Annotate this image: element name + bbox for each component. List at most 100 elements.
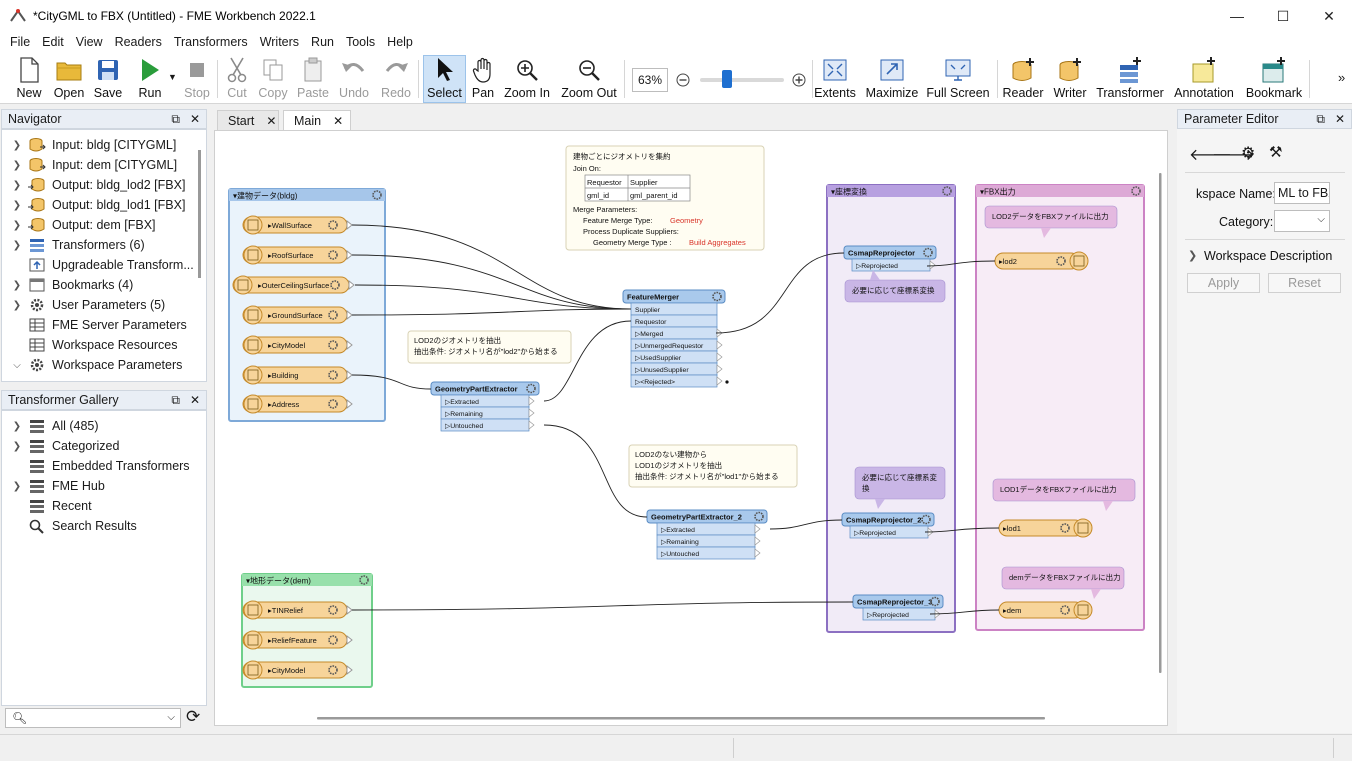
- zoom-level-field[interactable]: 63%: [632, 68, 668, 92]
- tree-item[interactable]: ❯Input: bldg [CITYGML]: [2, 135, 176, 155]
- menu-file[interactable]: File: [10, 35, 31, 49]
- chevron-right-icon[interactable]: ❯: [12, 299, 22, 311]
- redo-button[interactable]: Redo: [380, 56, 412, 102]
- connection-line[interactable]: [351, 601, 854, 611]
- tree-item[interactable]: Workspace Resources: [2, 335, 178, 355]
- zoom-slider-track[interactable]: [700, 78, 784, 82]
- connection-line[interactable]: [351, 308, 632, 316]
- back-arrow-icon[interactable]: 🡐: [1189, 147, 1232, 164]
- feature-type-gear-icon[interactable]: [330, 280, 340, 290]
- connection-line[interactable]: [769, 519, 843, 530]
- connection-line[interactable]: [351, 224, 632, 310]
- float-panel-icon[interactable]: ⧉: [1316, 112, 1325, 126]
- output-port[interactable]: [346, 398, 353, 410]
- run-dropdown-arrow-icon[interactable]: ▼: [168, 72, 177, 82]
- forward-arrow-icon[interactable]: 🡒: [1212, 147, 1255, 164]
- add-transformer-button[interactable]: Transformer: [1096, 56, 1164, 102]
- bookmark-fbx[interactable]: [975, 184, 1145, 631]
- close-panel-icon[interactable]: ✕: [189, 112, 200, 126]
- output-port[interactable]: [346, 664, 353, 676]
- feature-type-gear-icon[interactable]: [328, 665, 338, 675]
- bookmark-gear-icon[interactable]: [359, 575, 369, 585]
- menu-help[interactable]: Help: [387, 35, 413, 49]
- canvas-vertical-scrollbar[interactable]: [1159, 173, 1162, 673]
- open-button[interactable]: Open: [52, 56, 86, 102]
- chevron-down-icon[interactable]: ⌵: [13, 359, 21, 371]
- output-port[interactable]: [346, 369, 353, 381]
- menu-writers[interactable]: Writers: [259, 35, 300, 49]
- connection-line[interactable]: [351, 374, 432, 390]
- zoom-out-button[interactable]: Zoom Out: [561, 56, 617, 102]
- chevron-right-icon[interactable]: ❯: [12, 239, 22, 251]
- chevron-right-icon[interactable]: ❯: [12, 279, 22, 291]
- tree-item[interactable]: ❯Transformers (6): [2, 235, 145, 255]
- settings-gear-icon[interactable]: ⚙: [1241, 145, 1256, 162]
- tree-item[interactable]: ❯Input: dem [CITYGML]: [2, 155, 177, 175]
- navigator-scrollbar[interactable]: [198, 150, 201, 278]
- toolbar-overflow-button[interactable]: »: [1338, 70, 1346, 85]
- transformer-gear-icon[interactable]: [930, 596, 940, 607]
- close-panel-icon[interactable]: ✕: [189, 393, 200, 407]
- zoom-plus-icon[interactable]: [792, 73, 806, 90]
- feature-type-gear-icon[interactable]: [328, 220, 338, 230]
- output-port[interactable]: [346, 219, 353, 231]
- connection-line[interactable]: [715, 252, 845, 334]
- feature-type-gear-icon[interactable]: [328, 605, 338, 615]
- stop-button[interactable]: Stop: [183, 56, 211, 102]
- chevron-right-icon[interactable]: ❯: [12, 179, 22, 191]
- select-button[interactable]: Select: [423, 55, 466, 103]
- note-crs2[interactable]: [854, 466, 946, 500]
- tree-item[interactable]: ❯All (485): [2, 416, 99, 436]
- writer-gear-icon[interactable]: [1060, 605, 1070, 615]
- menu-run[interactable]: Run: [311, 35, 334, 49]
- chevron-right-icon[interactable]: ❯: [1188, 250, 1198, 262]
- feature-type-gear-icon[interactable]: [328, 250, 338, 260]
- tab-start[interactable]: Start✕: [217, 110, 279, 130]
- tree-item[interactable]: FME Server Parameters: [2, 315, 187, 335]
- output-port[interactable]: [346, 634, 353, 646]
- tree-item[interactable]: ❯Bookmarks (4): [2, 275, 133, 295]
- close-tab-icon[interactable]: ✕: [333, 113, 344, 128]
- add-writer-button[interactable]: Writer: [1051, 56, 1089, 102]
- refresh-icon[interactable]: ⟳: [186, 707, 201, 726]
- workspace-canvas[interactable]: ▾建物データ(bldg)▾座標変換▾FBX出力▾地形データ(dem)▸WallS…: [214, 130, 1168, 726]
- writer-gear-icon[interactable]: [1056, 256, 1066, 266]
- zoom-minus-icon[interactable]: [676, 73, 690, 90]
- menu-readers[interactable]: Readers: [114, 35, 162, 49]
- output-port[interactable]: [346, 604, 353, 616]
- feature-type-gear-icon[interactable]: [328, 310, 338, 320]
- run-button[interactable]: Run: [136, 56, 164, 102]
- tree-item[interactable]: Upgradeable Transform...: [2, 255, 194, 275]
- tree-item[interactable]: ❯FME Hub: [2, 476, 105, 496]
- transformer-gear-icon[interactable]: [526, 383, 536, 394]
- tree-item[interactable]: Embedded Transformers: [2, 456, 190, 476]
- bookmark-tool-icon[interactable]: ⚒: [1269, 144, 1283, 161]
- connection-line[interactable]: [543, 424, 648, 518]
- transformer-gear-icon[interactable]: [712, 291, 722, 302]
- chevron-right-icon[interactable]: ❯: [12, 159, 22, 171]
- tree-item[interactable]: ❯Categorized: [2, 436, 119, 456]
- close-window-button[interactable]: ✕: [1323, 7, 1335, 24]
- connection-line[interactable]: [354, 284, 632, 310]
- bookmark-gear-icon[interactable]: [372, 190, 382, 200]
- tree-item[interactable]: ❯User Parameters (5): [2, 295, 165, 315]
- connection-line[interactable]: [351, 254, 632, 310]
- reset-button[interactable]: Reset: [1268, 273, 1341, 293]
- save-button[interactable]: Save: [93, 56, 123, 102]
- feature-type-gear-icon[interactable]: [328, 340, 338, 350]
- pan-button[interactable]: Pan: [470, 56, 496, 102]
- output-port[interactable]: [346, 309, 353, 321]
- gallery-search-input[interactable]: 🔍︎ ⌵: [5, 708, 181, 728]
- apply-button[interactable]: Apply: [1187, 273, 1260, 293]
- minimize-button[interactable]: —: [1230, 8, 1244, 24]
- menu-tools[interactable]: Tools: [345, 35, 376, 49]
- float-panel-icon[interactable]: ⧉: [171, 112, 180, 126]
- tree-item[interactable]: ❯Output: dem [FBX]: [2, 215, 156, 235]
- writer-gear-icon[interactable]: [1060, 523, 1070, 533]
- connection-line[interactable]: [543, 320, 632, 402]
- canvas-horizontal-scrollbar[interactable]: [317, 717, 1045, 720]
- chevron-right-icon[interactable]: ❯: [12, 480, 22, 492]
- chevron-right-icon[interactable]: ❯: [12, 139, 22, 151]
- annotation-lod2[interactable]: [407, 330, 572, 364]
- close-panel-icon[interactable]: ✕: [1334, 112, 1345, 126]
